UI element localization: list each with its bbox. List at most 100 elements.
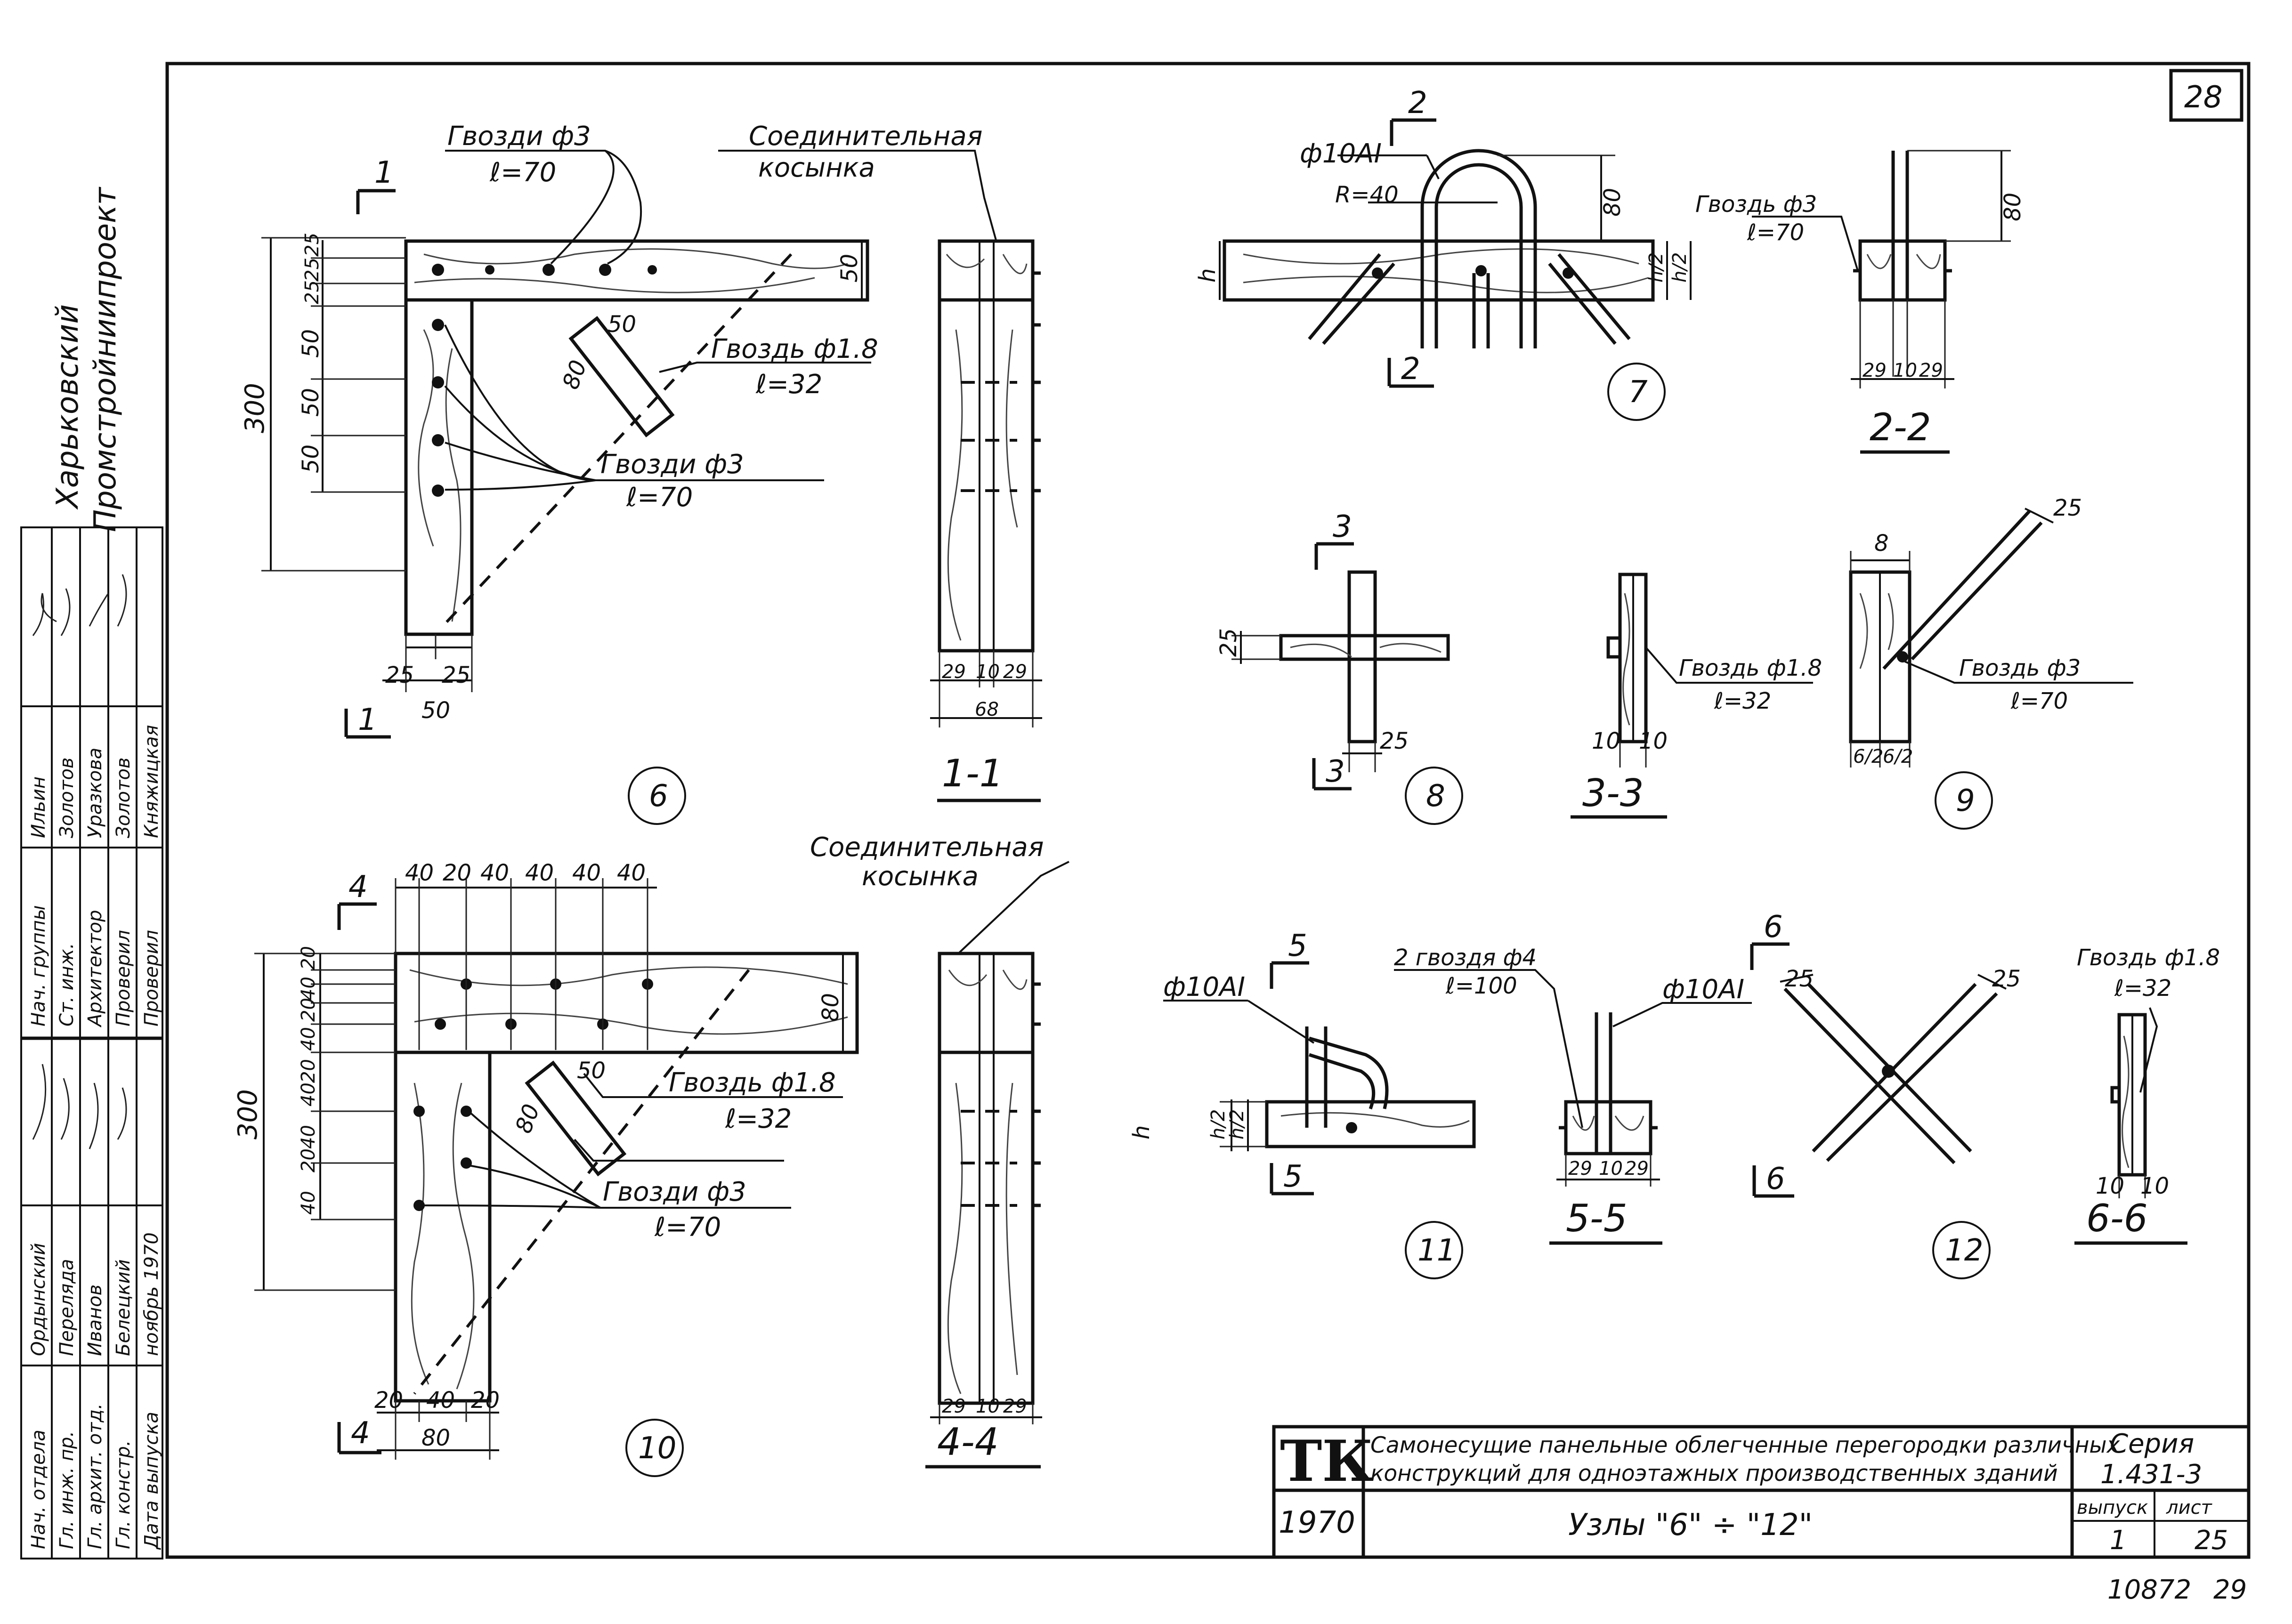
node-11: ф10АI h h/2 h/2 5 5 11 xyxy=(1128,929,1476,1279)
node6-gusset-dim-1: 50 xyxy=(607,311,636,338)
stamp-role-2: Ст. инж. xyxy=(56,943,78,1026)
node11-dim-h-half-2: h/2 xyxy=(1226,1109,1248,1139)
node10-nail-small-label: Гвоздь ф1.8 xyxy=(669,1067,836,1098)
node7-dim-h-half-2: h/2 xyxy=(1669,252,1691,283)
node7-number-circle xyxy=(1607,363,1666,421)
stamp-name-4: Золотов xyxy=(113,757,134,838)
node10-dim-total: 300 xyxy=(233,1089,263,1139)
node7-number: 7 xyxy=(1628,375,1648,410)
node6-nails-bottom-length: ℓ=70 xyxy=(626,482,693,513)
section5-rebar: ф10АI xyxy=(1662,974,1744,1005)
node8-dim-2: 25 xyxy=(1380,728,1409,754)
section2-dim-height: 80 xyxy=(2000,193,2026,221)
stamp-role-1: Нач. группы xyxy=(28,905,49,1026)
node7-cut-mark-bottom: 2 xyxy=(1401,352,1420,387)
node6-dim-v6: 50 xyxy=(298,444,324,473)
section2-dim-2: 10 xyxy=(1893,360,1917,381)
section-2-2: Гвоздь ф3 ℓ=70 80 29 10 29 2-2 xyxy=(1695,150,2026,454)
section6-dim-1: 10 xyxy=(2096,1173,2124,1199)
approval-name-5: ноябрь 1970 xyxy=(141,1232,162,1356)
section6-nail-label: Гвоздь ф1.8 xyxy=(2077,945,2220,971)
node7-dim-h-half-1: h/2 xyxy=(1645,252,1667,283)
section5-dim-1: 29 xyxy=(1568,1158,1592,1180)
node12-number: 12 xyxy=(1945,1233,1983,1268)
section4-dim-3: 29 xyxy=(1003,1396,1027,1417)
section-3-3: Гвоздь ф1.8 ℓ=32 10 10 3-3 xyxy=(1571,573,1822,819)
node-6: Гвозди ф3 ℓ=70 Соединительная косынка Гв… xyxy=(240,121,997,825)
organization-line-1: Харьковский xyxy=(50,304,85,510)
section2-nail-length: ℓ=70 xyxy=(1747,219,1804,246)
node10-nails-label: Гвозди ф3 xyxy=(603,1177,746,1207)
node6-nail-small-length: ℓ=32 xyxy=(755,369,822,400)
section6-dim-2: 10 xyxy=(2140,1173,2169,1199)
node6-dim-b2: 25 xyxy=(442,662,470,688)
page-number: 28 xyxy=(2184,80,2222,115)
node6-dim-v4: 50 xyxy=(298,329,324,358)
node12-dim-1: 25 xyxy=(1785,966,1814,992)
node10-gusset-dim-2: 80 xyxy=(510,1101,545,1137)
section-6-6: Гвоздь ф1.8 ℓ=32 10 10 6-6 xyxy=(2074,945,2220,1245)
node7-rebar-loop xyxy=(1420,149,1537,348)
section4-dim-2: 10 xyxy=(976,1396,1000,1417)
node7-dim-h: h xyxy=(1194,268,1221,283)
node10-nails-length: ℓ=70 xyxy=(654,1212,721,1243)
node10-number: 10 xyxy=(638,1431,676,1466)
node-12: 25 25 6 6 12 xyxy=(1750,910,2021,1279)
section2-dim-3: 29 xyxy=(1919,360,1943,381)
node-9: Гвоздь ф3 ℓ=70 8 25 6/2 6/2 9 xyxy=(1849,495,2133,830)
node10-dim-t2: 20 xyxy=(443,860,471,886)
node9-dim-4: 6/2 xyxy=(1883,746,1913,768)
section5-dim-2: 10 xyxy=(1599,1158,1623,1180)
node7-cut-mark-top: 2 xyxy=(1408,86,1427,121)
approval-role-3: Гл. архит. отд. xyxy=(84,1403,106,1549)
title-year: 1970 xyxy=(1279,1505,1355,1540)
section1-dim-3: 29 xyxy=(1003,661,1027,683)
node6-nail-small-label: Гвоздь ф1.8 xyxy=(711,334,878,364)
node10-dim-b1: 20 xyxy=(374,1387,403,1414)
node11-cut-mark-bottom: 5 xyxy=(1283,1159,1303,1194)
node6-number: 6 xyxy=(649,779,668,814)
stamp-name-3: Уразкова xyxy=(84,748,106,838)
approval-role-2: Гл. инж. пр. xyxy=(56,1431,78,1549)
node10-gusset xyxy=(525,1060,627,1177)
section3-dim-1: 10 xyxy=(1592,728,1620,754)
section4-label: 4-4 xyxy=(937,1420,999,1464)
node12-dim-2: 25 xyxy=(1992,966,2021,992)
organization-line-2: Промстройниипроект xyxy=(88,186,123,532)
stamp-name-5: Княжицкая xyxy=(141,725,162,838)
node8-dim-1: 25 xyxy=(1215,628,1242,657)
node6-nails-bottom-label: Гвозди ф3 xyxy=(600,449,744,480)
node10-dim-t4: 40 xyxy=(525,860,554,886)
node10-dim-b3: 20 xyxy=(471,1387,500,1414)
footer-number-1: 10872 xyxy=(2107,1575,2191,1605)
node7-rebar: ф10АI xyxy=(1300,138,1382,169)
section5-nails-length: ℓ=100 xyxy=(1445,973,1517,999)
node10-dim-v9: 40 xyxy=(298,1191,319,1215)
section5-dim-3: 29 xyxy=(1625,1158,1649,1180)
node11-dim-h-half-1: h/2 xyxy=(1207,1109,1229,1139)
node9-nail-label: Гвоздь ф3 xyxy=(1959,655,2081,681)
section6-nail-length: ℓ=32 xyxy=(2114,975,2171,1002)
stamp-name-1: Ильин xyxy=(28,776,49,838)
node6-nails-top-length: ℓ=70 xyxy=(489,157,556,188)
section5-label: 5-5 xyxy=(1566,1196,1628,1240)
node6-dim-v1: 25 xyxy=(301,233,323,257)
node10-nail-small-length: ℓ=32 xyxy=(725,1104,792,1134)
node7-dim-height: 80 xyxy=(1599,188,1626,217)
node9-dim-2: 25 xyxy=(2053,495,2082,521)
section-4-4: 29 10 29 4-4 xyxy=(925,952,1042,1469)
approval-role-1: Нач. отдела xyxy=(28,1430,49,1549)
node6-gusset-dim-2: 80 xyxy=(558,357,592,393)
node8-cut-mark-bottom: 3 xyxy=(1326,754,1345,789)
title-logo: ТК xyxy=(1280,1428,1373,1495)
title-issue-value: 1 xyxy=(2110,1525,2127,1556)
approval-role-5: Дата выпуска xyxy=(141,1412,162,1550)
title-series-label: Серия xyxy=(2110,1429,2194,1459)
node6-dim-b3: 50 xyxy=(421,697,450,724)
title-issue-label: выпуск xyxy=(2077,1497,2148,1519)
page-number-box xyxy=(2169,69,2243,122)
node6-dim-total: 300 xyxy=(240,383,270,433)
approval-name-2: Переляда xyxy=(56,1259,78,1356)
section3-label: 3-3 xyxy=(1582,771,1644,815)
node6-diagonal-line xyxy=(441,253,793,628)
